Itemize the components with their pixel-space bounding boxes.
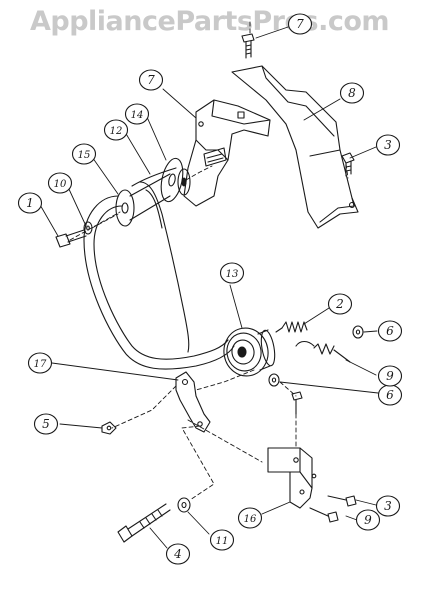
motor-bracket <box>183 99 271 207</box>
callout-c7a: 7 <box>287 13 313 35</box>
callout-circle <box>287 13 313 35</box>
callout-number: 11 <box>216 536 229 547</box>
drive-pulley <box>115 168 191 227</box>
callout-circle <box>355 509 381 531</box>
callout-c7b: 7 <box>138 69 164 91</box>
callout-circle <box>375 134 401 156</box>
belt <box>83 167 235 370</box>
screw-top <box>241 33 255 59</box>
callout-c16: 16 <box>237 507 263 529</box>
callout-circle <box>124 103 150 125</box>
callout-number: 12 <box>110 126 123 137</box>
top-arm-bracket <box>231 65 359 229</box>
callout-number: 5 <box>42 417 50 431</box>
callout-c10: 10 <box>47 172 73 194</box>
callout-circle <box>138 69 164 91</box>
idler-bracket <box>267 447 317 509</box>
callout-number: 9 <box>386 369 394 383</box>
callout-c8: 8 <box>339 82 365 104</box>
callout-number: 16 <box>244 514 257 525</box>
spring-upper <box>275 321 308 333</box>
callout-circle <box>209 529 235 551</box>
long-bolt <box>117 503 171 543</box>
callout-number: 4 <box>173 547 182 561</box>
callout-c15: 15 <box>71 143 97 165</box>
callout-c3b: 3 <box>375 495 401 517</box>
callout-circle <box>327 293 353 315</box>
callout-circle <box>33 413 59 435</box>
screw-middle <box>291 391 303 415</box>
callout-number: 6 <box>386 388 394 402</box>
callout-leaders <box>38 26 379 549</box>
callout-c9a: 9 <box>377 365 403 387</box>
callout-circle <box>71 143 97 165</box>
callout-c6b: 6 <box>377 384 403 406</box>
callout-number: 7 <box>147 73 155 87</box>
torsion-spring <box>295 340 351 363</box>
callout-circle <box>375 495 401 517</box>
callout-number: 8 <box>348 86 356 100</box>
screw-bracket-right <box>327 495 357 507</box>
callout-c5: 5 <box>33 413 59 435</box>
washer-lower <box>268 373 280 387</box>
washer-upper <box>352 325 364 339</box>
callout-c12: 12 <box>103 119 129 141</box>
callout-c13: 13 <box>219 262 245 284</box>
callout-circle <box>377 365 403 387</box>
screw-bracket <box>309 507 339 523</box>
callout-number: 1 <box>26 196 34 210</box>
callout-number: 9 <box>364 513 372 527</box>
watermark-text: AppliancePartsPros.com <box>30 6 390 37</box>
callout-circle <box>47 172 73 194</box>
callout-number: 3 <box>384 138 392 152</box>
callout-number: 7 <box>296 17 304 31</box>
callout-number: 3 <box>384 499 392 513</box>
callout-c1: 1 <box>17 192 43 214</box>
callout-circle <box>17 192 43 214</box>
callout-c6a: 6 <box>377 320 403 342</box>
bolt <box>55 229 87 248</box>
callout-number: 6 <box>386 324 394 338</box>
callout-number: 14 <box>131 110 144 121</box>
callout-c14: 14 <box>124 103 150 125</box>
callout-circle <box>339 82 365 104</box>
callout-circle <box>165 543 191 565</box>
callout-c11: 11 <box>209 529 235 551</box>
callout-number: 13 <box>226 269 239 280</box>
assembly-guide-lines <box>69 21 349 501</box>
callout-circle <box>219 262 245 284</box>
callout-c2: 2 <box>327 293 353 315</box>
nut <box>101 421 117 435</box>
callout-c17: 17 <box>27 352 53 374</box>
callout-number: 15 <box>78 150 91 161</box>
callout-circle <box>377 320 403 342</box>
callout-circle <box>27 352 53 374</box>
callout-number: 2 <box>335 297 344 311</box>
callout-c9b: 9 <box>355 509 381 531</box>
callout-circle <box>103 119 129 141</box>
callout-number: 10 <box>54 179 67 190</box>
callout-circle <box>237 507 263 529</box>
flat-washer <box>177 497 191 513</box>
idler-arm <box>175 371 211 433</box>
callout-c3a: 3 <box>375 134 401 156</box>
callout-number: 17 <box>34 359 47 370</box>
callout-c4: 4 <box>165 543 191 565</box>
